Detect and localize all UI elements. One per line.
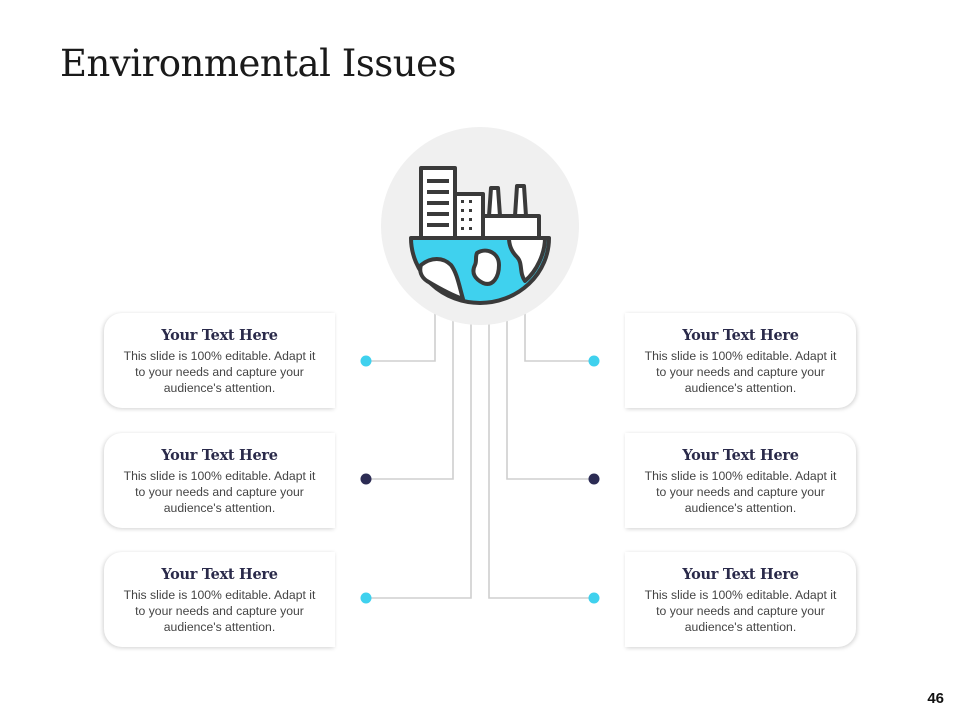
connector-line-right-2 <box>506 296 594 480</box>
connector-dot-right-1 <box>588 355 600 367</box>
connector-line-right-3 <box>488 300 594 599</box>
connector-line-left-3 <box>366 300 472 599</box>
city-globe-icon <box>409 166 551 305</box>
hub-circle <box>381 127 579 325</box>
text-card-left-3: Your Text Here This slide is 100% editab… <box>104 552 335 647</box>
card-title: Your Text Here <box>161 327 278 344</box>
page-number: 46 <box>927 690 944 707</box>
card-title: Your Text Here <box>682 447 799 464</box>
text-card-right-1: Your Text Here This slide is 100% editab… <box>625 313 856 408</box>
connector-dot-left-3 <box>360 592 372 604</box>
card-body: This slide is 100% editable. Adapt it to… <box>644 588 837 634</box>
connector-line-left-2 <box>366 296 454 480</box>
connector-line-left-1 <box>366 292 436 362</box>
text-card-right-2: Your Text Here This slide is 100% editab… <box>625 433 856 528</box>
connector-dot-left-2 <box>360 473 372 485</box>
card-title: Your Text Here <box>682 327 799 344</box>
card-body: This slide is 100% editable. Adapt it to… <box>644 469 837 515</box>
text-card-left-1: Your Text Here This slide is 100% editab… <box>104 313 335 408</box>
connector-line-right-1 <box>524 292 594 362</box>
card-body: This slide is 100% editable. Adapt it to… <box>644 349 837 395</box>
card-title: Your Text Here <box>161 447 278 464</box>
card-body: This slide is 100% editable. Adapt it to… <box>123 349 316 395</box>
card-title: Your Text Here <box>682 566 799 583</box>
connector-dot-left-1 <box>360 355 372 367</box>
card-body: This slide is 100% editable. Adapt it to… <box>123 469 316 515</box>
text-card-right-3: Your Text Here This slide is 100% editab… <box>625 552 856 647</box>
connector-dot-right-3 <box>588 592 600 604</box>
card-body: This slide is 100% editable. Adapt it to… <box>123 588 316 634</box>
slide-title: Environmental Issues <box>60 42 457 85</box>
connector-dot-right-2 <box>588 473 600 485</box>
text-card-left-2: Your Text Here This slide is 100% editab… <box>104 433 335 528</box>
card-title: Your Text Here <box>161 566 278 583</box>
